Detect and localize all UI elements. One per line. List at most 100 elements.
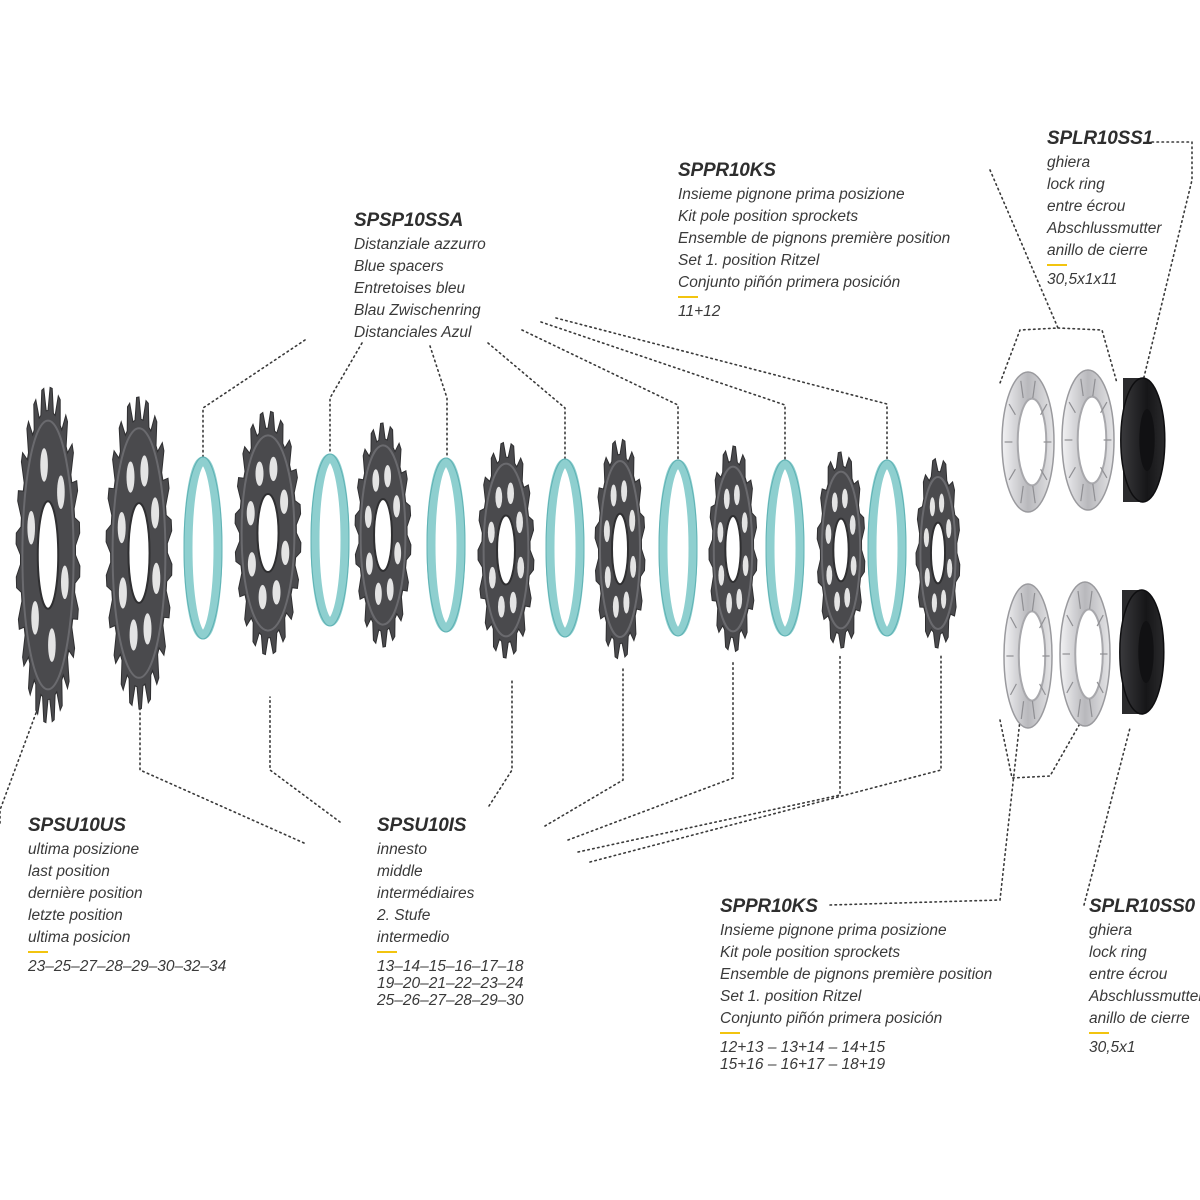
desc-en: Blue spacers	[354, 258, 444, 275]
ring-spline	[1089, 590, 1093, 609]
label-sppr10ks-bottom: SPPR10KS Insieme pignone prima posizione…	[720, 896, 992, 1073]
desc-es: intermedio	[377, 929, 450, 946]
sprocket-bore	[496, 514, 516, 586]
spacer-edge	[658, 459, 698, 637]
sprocket-bore	[373, 498, 393, 572]
sprocket-window	[143, 613, 152, 645]
yellow-underline	[377, 951, 397, 953]
blue-spacer	[183, 456, 223, 640]
desc-de: 2. Stufe	[377, 907, 431, 924]
sprocket-window	[366, 552, 373, 575]
desc-it: innesto	[377, 841, 427, 858]
ring-spline	[1008, 403, 1016, 416]
sprocket	[816, 451, 866, 649]
leader-line	[577, 655, 841, 853]
ring-spline	[1100, 466, 1108, 479]
ring-spline	[1096, 681, 1104, 694]
desc-en: lock ring	[1047, 176, 1105, 193]
ring-spline	[1031, 701, 1036, 720]
part-code: SPSU10US	[28, 815, 126, 836]
blue-spacer	[426, 457, 466, 633]
blue-spacer	[545, 458, 585, 638]
sprocket-rim	[712, 465, 754, 633]
leader-line	[989, 169, 1060, 384]
desc-it: ghiera	[1089, 922, 1133, 939]
leader-line	[139, 705, 305, 844]
leader-line	[521, 329, 679, 464]
sprocket-window	[623, 591, 630, 614]
size-list: 13–14–15–16–17–18	[377, 958, 524, 975]
sprocket-window	[126, 461, 135, 493]
sprocket-window	[723, 488, 730, 510]
sprocket-window	[850, 556, 857, 576]
desc-es: Conjunto piñón primera posición	[720, 1010, 943, 1027]
sprocket-window	[255, 461, 264, 486]
desc-es: anillo de cierre	[1047, 242, 1148, 259]
sprocket-window	[931, 593, 938, 613]
sprocket-window	[31, 601, 39, 635]
sprocket-rim	[21, 419, 75, 691]
yellow-underline	[28, 951, 48, 953]
leader-line	[567, 661, 734, 841]
size-list: 19–20–21–22–23–24	[377, 975, 524, 992]
part-code: SPPR10KS	[678, 160, 776, 181]
spacer-ring	[658, 459, 698, 637]
sprocket-window	[831, 492, 838, 513]
lock-ring-bottom-1	[1003, 583, 1053, 729]
size-list: 11+12	[678, 303, 721, 320]
ring-spline	[1008, 468, 1016, 481]
spacer-ring	[545, 458, 585, 638]
sprocket-rim	[111, 427, 167, 679]
ring-spline	[1066, 614, 1074, 627]
sprocket-window	[498, 595, 505, 618]
desc-de: Blau Zwischenring	[354, 302, 481, 319]
label-splr10ss0: SPLR10SS0 ghiera lock ring entre écrou A…	[1089, 896, 1200, 1056]
desc-es: Distanciales Azul	[354, 324, 472, 341]
desc-en: last position	[28, 863, 110, 880]
sprocket-window	[117, 511, 126, 544]
sprocket-window	[630, 555, 637, 578]
sprocket-window	[923, 528, 930, 548]
ring-spline	[1092, 378, 1096, 397]
ring-spline	[1039, 683, 1047, 696]
leader-line	[0, 712, 37, 824]
sprocket-window	[734, 484, 740, 506]
label-spsu10us: SPSU10US ultima posizione last position …	[28, 815, 226, 975]
sprocket-window	[939, 493, 945, 513]
nut-bore	[1138, 621, 1154, 683]
desc-es: ultima posicion	[28, 929, 131, 946]
label-spsp10ssa: SPSP10SSA Distanziale azzurro Blue space…	[354, 210, 486, 344]
leader-line	[487, 342, 566, 464]
spacer-ring	[867, 459, 907, 637]
sprocket	[594, 438, 646, 660]
label-sppr10ks-top: SPPR10KS Insieme pignone prima posizione…	[678, 160, 950, 320]
sprocket-window	[849, 515, 856, 535]
sprocket-window	[272, 580, 281, 605]
sprocket-rim	[482, 462, 530, 638]
blue-spacer	[867, 459, 907, 637]
ring-spline	[1077, 590, 1081, 609]
ring-spline	[1068, 401, 1076, 414]
ring-spline	[1068, 466, 1076, 479]
nut-bore	[1139, 409, 1155, 471]
sprocket-window	[375, 582, 382, 605]
sprocket-window	[604, 566, 611, 589]
sprocket-window	[258, 584, 267, 610]
yellow-underline	[1089, 1032, 1109, 1034]
sprocket-window	[129, 619, 138, 651]
sprocket-window	[742, 555, 749, 576]
sprocket-window	[269, 456, 278, 482]
ring-spline	[1032, 380, 1036, 399]
sprocket-window	[610, 484, 617, 507]
sprocket-window	[826, 565, 833, 585]
sprocket-window	[140, 455, 149, 487]
leader-line	[488, 679, 513, 807]
spacer-edge	[765, 459, 805, 637]
sprocket-window	[118, 577, 127, 609]
sprocket-window	[247, 552, 256, 577]
ring-spline	[1031, 592, 1036, 611]
size-list: 25–26–27–28–29–30	[377, 992, 524, 1009]
leader-line	[829, 719, 1021, 906]
desc-fr: Ensemble de pignons première position	[720, 966, 993, 983]
